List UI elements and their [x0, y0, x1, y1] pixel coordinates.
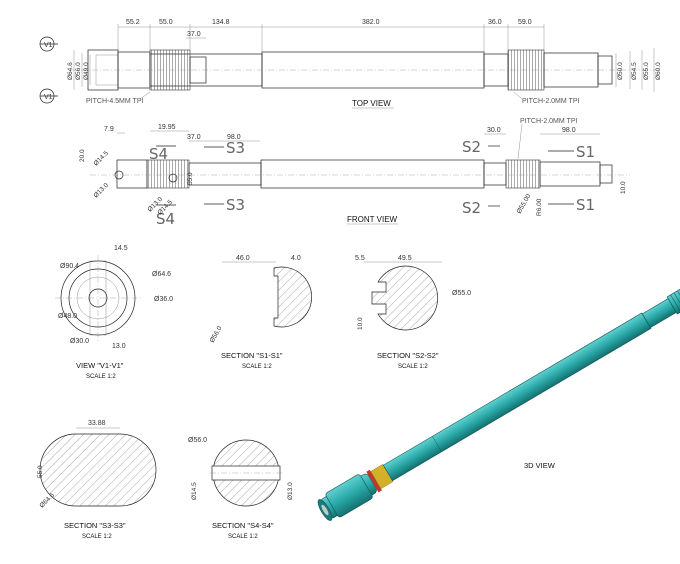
top-view-title: TOP VIEW: [352, 99, 391, 108]
dim-s3-a: 33.88: [88, 420, 106, 427]
front-left-thread: [146, 159, 190, 189]
dim-s1-b: 4.0: [291, 255, 301, 262]
dim-top-3: 134.8: [212, 19, 230, 26]
detail-v1: 14.5 Ø90.4 Ø64.6 Ø36.0 Ø48.0 Ø30.0 13.0 …: [55, 245, 173, 380]
right-thread: [507, 49, 545, 91]
iso-view-caption: 3D VIEW: [524, 461, 556, 470]
dim-top-right-2: Ø54.5: [631, 62, 638, 80]
dim-top-right-3: Ø55.0: [643, 62, 650, 80]
dim-v1-c: Ø64.6: [152, 271, 171, 278]
dim-front-g: Ø13.0: [92, 182, 110, 200]
caption-s1: SECTION "S1-S1": [221, 351, 283, 360]
front-left-flange: [116, 159, 148, 189]
caption-s3: SECTION "S3-S3": [64, 521, 126, 530]
section-label-s4-top: S4: [149, 145, 168, 163]
detail-s2: 5.5 49.5 Ø55.0 10.0 SECTION "S2-S2" SCAL…: [355, 255, 471, 370]
front-right-thread: [505, 159, 541, 189]
front-cross-hole-right: [168, 173, 178, 183]
detail-s4: Ø56.0 Ø14.5 Ø13.0 SECTION "S4-S4" SCALE …: [188, 437, 294, 540]
section-markers: S3 S3 S4 S4 S2 S2 S1 S1: [149, 138, 595, 228]
pitch-note-right: PITCH-2.0MM TPI: [522, 98, 579, 105]
detail-s1: 46.0 4.0 Ø56.0 SECTION "S1-S1" SCALE 1:2: [209, 255, 312, 370]
dim-top-right-1: Ø50.0: [617, 62, 624, 80]
dim-s1-c: Ø56.0: [209, 325, 224, 344]
dim-s4-b: Ø14.5: [191, 482, 198, 500]
dim-top-left-3: Ø49.0: [83, 62, 90, 80]
top-view: V1 V1: [39, 19, 662, 109]
dim-front-n: R6.00: [536, 198, 543, 216]
scale-s2: SCALE 1:2: [398, 364, 428, 370]
dim-top-7: 59.0: [518, 19, 532, 26]
section-label-s1-bottom: S1: [576, 196, 595, 214]
dim-front-f: Ø14.5: [92, 150, 110, 168]
front-right-end: [599, 164, 613, 184]
view-arrow-v1-bottom: V1: [39, 88, 58, 104]
dim-v1-e: Ø48.0: [58, 313, 77, 320]
scale-s3: SCALE 1:2: [82, 534, 112, 540]
dim-s2-d: 10.0: [357, 317, 364, 330]
scale-s1: SCALE 1:2: [242, 364, 272, 370]
dim-front-e: 20.0: [79, 149, 86, 162]
front-view-title: FRONT VIEW: [347, 215, 398, 224]
dim-front-c: 37.0: [187, 134, 201, 141]
scale-v1: SCALE 1:2: [86, 374, 116, 380]
dim-top-6: 36.0: [488, 19, 502, 26]
detail-s3: 33.88 55.0 Ø64.6 SECTION "S3-S3" SCALE 1…: [37, 420, 157, 540]
section-label-s3-bottom: S3: [226, 196, 245, 214]
dim-v1-f: Ø30.0: [70, 338, 89, 345]
caption-v1: VIEW "V1-V1": [76, 361, 124, 370]
front-left-shaft: [188, 162, 262, 186]
dim-s2-b: 49.5: [398, 255, 412, 262]
dim-s4-c: Ø13.0: [287, 482, 294, 500]
view-arrow-label: V1: [44, 42, 53, 49]
pitch-note-front: PITCH-2.0MM TPI: [520, 118, 577, 125]
view-arrow-v1-top: V1: [39, 36, 58, 52]
dim-front-a: 7.9: [104, 126, 114, 133]
front-main-shaft: [260, 159, 485, 189]
caption-s4: SECTION "S4-S4": [212, 521, 274, 530]
dim-v1-d: Ø36.0: [154, 296, 173, 303]
dim-s4-a: Ø56.0: [188, 437, 207, 444]
dim-front-k: 30.0: [487, 127, 501, 134]
section-label-s4-bottom: S4: [156, 210, 175, 228]
scale-s4: SCALE 1:2: [228, 534, 258, 540]
dim-top-left-2: Ø56.0: [75, 62, 82, 80]
dim-top-4: 37.0: [187, 31, 201, 38]
front-right-neck: [483, 162, 507, 186]
dim-top-1: 55.2: [126, 19, 140, 26]
dim-s3-b: 55.0: [37, 465, 44, 478]
dim-v1-a: 14.5: [114, 245, 128, 252]
iso-view: 3D VIEW: [317, 276, 680, 521]
dim-front-o: 10.0: [620, 181, 627, 194]
dim-v1-g: 13.0: [112, 343, 126, 350]
dim-front-b: 19.95: [158, 124, 176, 131]
section-label-s2-bottom: S2: [462, 199, 481, 217]
dim-s2-a: 5.5: [355, 255, 365, 262]
dim-front-m: Ø55.00: [516, 193, 533, 215]
front-right-journal: [539, 161, 601, 187]
dim-top-2: 55.0: [159, 19, 173, 26]
dim-v1-b: Ø90.4: [60, 263, 79, 270]
dim-front-d: 98.0: [227, 134, 241, 141]
dim-s2-c: Ø55.0: [452, 290, 471, 297]
dim-front-l: 98.0: [562, 127, 576, 134]
section-label-s3-top: S3: [226, 139, 245, 157]
dim-top-left-1: Ø64.6: [67, 62, 74, 80]
dim-top-5: 382.0: [362, 19, 380, 26]
section-label-s2-top: S2: [462, 138, 481, 156]
view-arrow-label-2: V1: [44, 94, 53, 101]
dim-s1-a: 46.0: [236, 255, 250, 262]
front-view: S3 S3 S4 S4 S2 S2 S1 S1 7.9 19.95 37.0 9…: [79, 118, 630, 228]
section-label-s1-top: S1: [576, 143, 595, 161]
caption-s2: SECTION "S2-S2": [377, 351, 439, 360]
dim-top-right-4: Ø60.0: [655, 62, 662, 80]
pitch-note-left: PITCH-4.5MM TPI: [86, 98, 143, 105]
right-end: [597, 55, 613, 85]
dim-front-j: 55.0: [187, 172, 194, 185]
top-dimensions: 55.2 55.0 134.8 37.0 382.0 36.0 59.0 Ø64…: [67, 19, 662, 92]
